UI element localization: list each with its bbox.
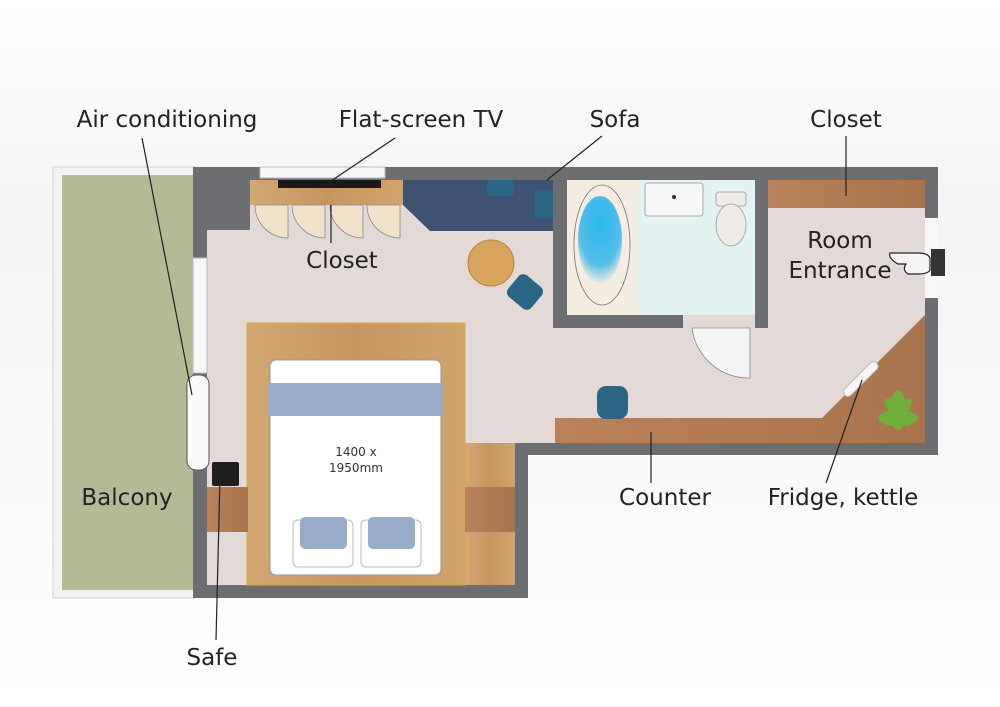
balcony xyxy=(52,166,196,599)
bed-size-line1: 1400 x xyxy=(335,445,376,459)
toilet xyxy=(715,203,747,247)
window-left xyxy=(192,257,208,374)
pillow xyxy=(300,517,347,549)
sink xyxy=(644,182,704,217)
sofa xyxy=(403,180,553,231)
label-counter: Counter xyxy=(619,485,711,511)
label-room-entrance: Room xyxy=(807,228,873,254)
label-air-conditioning: Air conditioning xyxy=(77,107,258,133)
pillow xyxy=(368,517,415,549)
bed-size-line2: 1950mm xyxy=(329,461,383,475)
window-top xyxy=(259,166,386,179)
label-room-entrance: Entrance xyxy=(788,258,891,284)
bathroom xyxy=(553,167,768,379)
closet-doors xyxy=(254,204,401,239)
chair xyxy=(506,274,544,310)
sofa-cushion xyxy=(487,180,514,196)
label-sofa: Sofa xyxy=(590,107,641,133)
bathtub xyxy=(578,196,622,284)
label-fridge-kettle: Fridge, kettle xyxy=(768,485,919,511)
fridge-kettle xyxy=(842,361,879,397)
stool xyxy=(597,386,628,419)
label-closet-right: Closet xyxy=(810,107,882,133)
label-balcony: Balcony xyxy=(81,485,172,511)
air-conditioner xyxy=(186,374,210,471)
flat-screen-tv xyxy=(278,180,381,188)
label-flat-screen-tv: Flat-screen TV xyxy=(339,107,504,133)
bathroom-door xyxy=(691,327,751,379)
counter xyxy=(555,315,925,443)
nightstand-left xyxy=(207,487,248,532)
nightstand-right xyxy=(465,487,515,532)
safe xyxy=(212,462,239,486)
sofa-cushion xyxy=(535,190,553,218)
label-closet-left: Closet xyxy=(306,248,378,274)
pointing-hand-icon xyxy=(889,249,945,276)
round-table xyxy=(467,239,515,287)
plant-icon xyxy=(878,390,918,430)
leader-lines xyxy=(141,135,863,641)
label-safe: Safe xyxy=(187,645,238,671)
